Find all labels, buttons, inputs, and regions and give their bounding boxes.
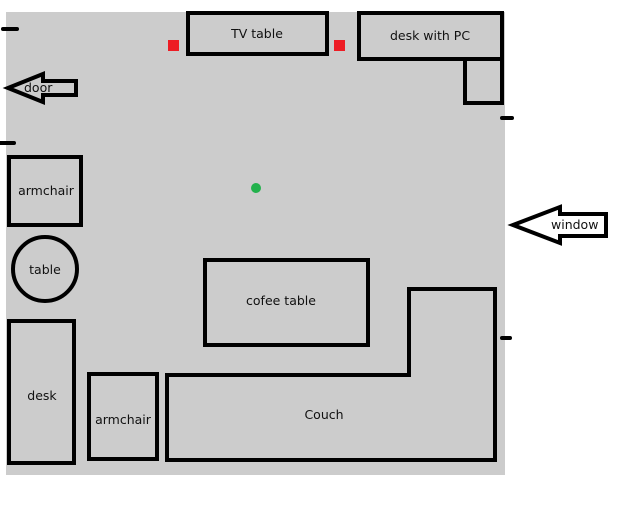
window-arrow: window [507,204,608,246]
coffee-table-label: cofee table [246,293,316,308]
desk-with-pc: desk with PC [357,11,504,105]
armchair-bottom: armchair [87,372,159,461]
round-table: table [11,235,79,303]
armchair-left-label: armchair [18,183,75,198]
desk-with-pc-label: desk with PC [390,28,470,43]
tv-table-label: TV table [230,26,283,41]
window-label: window [551,217,598,232]
desk-label: desk [27,388,57,403]
speaker-marker-left [168,40,179,51]
position-dot [251,183,261,193]
door-label: door [24,80,53,95]
armchair-left: armchair [7,155,83,227]
tv-table: TV table [186,11,329,56]
armchair-bottom-label: armchair [95,412,152,427]
desk: desk [7,319,76,465]
room-floor [6,12,505,475]
couch: Couch [165,287,497,462]
table-label: table [29,262,61,277]
couch-label: Couch [304,407,343,422]
speaker-marker-right [334,40,345,51]
coffee-table: cofee table [203,258,370,347]
door-arrow: door [2,71,78,105]
